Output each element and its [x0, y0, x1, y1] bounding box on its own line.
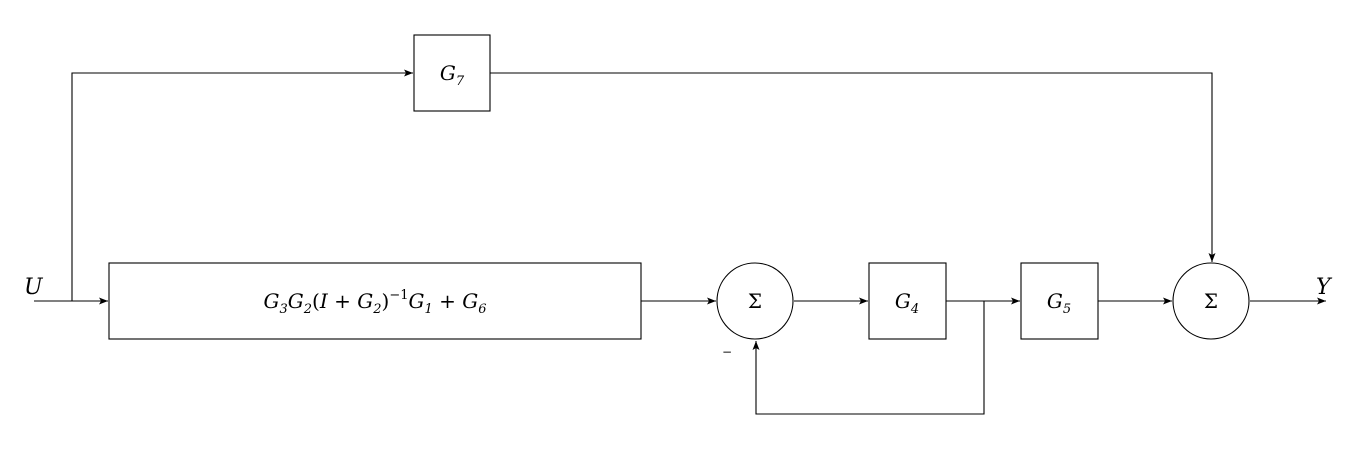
svg-text:G7: G7 [440, 61, 465, 89]
g4-block: G4 [868, 262, 947, 340]
forward-g2: G [288, 289, 304, 313]
feedforward-branch-to-g7 [71, 69, 413, 301]
sum1-junction: Σ [716, 262, 794, 340]
svg-text:G5: G5 [1047, 289, 1071, 317]
forward-g3: G [264, 289, 280, 313]
forward-plus-2: + [433, 289, 462, 313]
forward-g3-sub: 3 [279, 302, 287, 317]
forward-g1-sub: 1 [424, 302, 432, 317]
svg-text:G3G2(I + G2)−1G1 + G6: G3G2(I + G2)−1G1 + G6 [264, 288, 487, 317]
forward-block: G3G2(I + G2)−1G1 + G6 [108, 262, 642, 340]
g7-block: G7 [413, 34, 491, 112]
forward-close-paren: ) [382, 289, 390, 313]
forward-plus-1: + [328, 289, 357, 313]
forward-g6-sub: 6 [478, 302, 486, 317]
svg-text:G4: G4 [895, 289, 919, 317]
forward-g2b: G [357, 289, 373, 313]
sum2-junction: Σ [1172, 262, 1250, 340]
forward-identity: I [319, 289, 329, 313]
g5-name: G [1047, 289, 1063, 313]
g7-sub: 7 [456, 74, 465, 89]
output-label: Y [1316, 275, 1333, 300]
forward-exponent: −1 [389, 288, 408, 303]
g5-block: G5 [1020, 262, 1099, 340]
forward-g6: G [462, 289, 478, 313]
g4-name: G [895, 289, 911, 313]
sum2-symbol: Σ [1204, 289, 1218, 313]
forward-g1: G [408, 289, 424, 313]
g4-sub: 4 [910, 302, 919, 317]
feedback-loop-line [752, 301, 985, 415]
sum1-symbol: Σ [748, 289, 762, 313]
input-label: U [24, 275, 44, 300]
g7-name: G [440, 61, 456, 85]
forward-g2b-sub: 2 [372, 302, 381, 317]
g5-sub: 5 [1063, 302, 1071, 317]
forward-g2-sub: 2 [303, 302, 312, 317]
forward-open-paren: ( [312, 289, 320, 313]
sum1-feedback-sign: − [722, 345, 732, 359]
g7-to-sum2-line [490, 72, 1216, 262]
